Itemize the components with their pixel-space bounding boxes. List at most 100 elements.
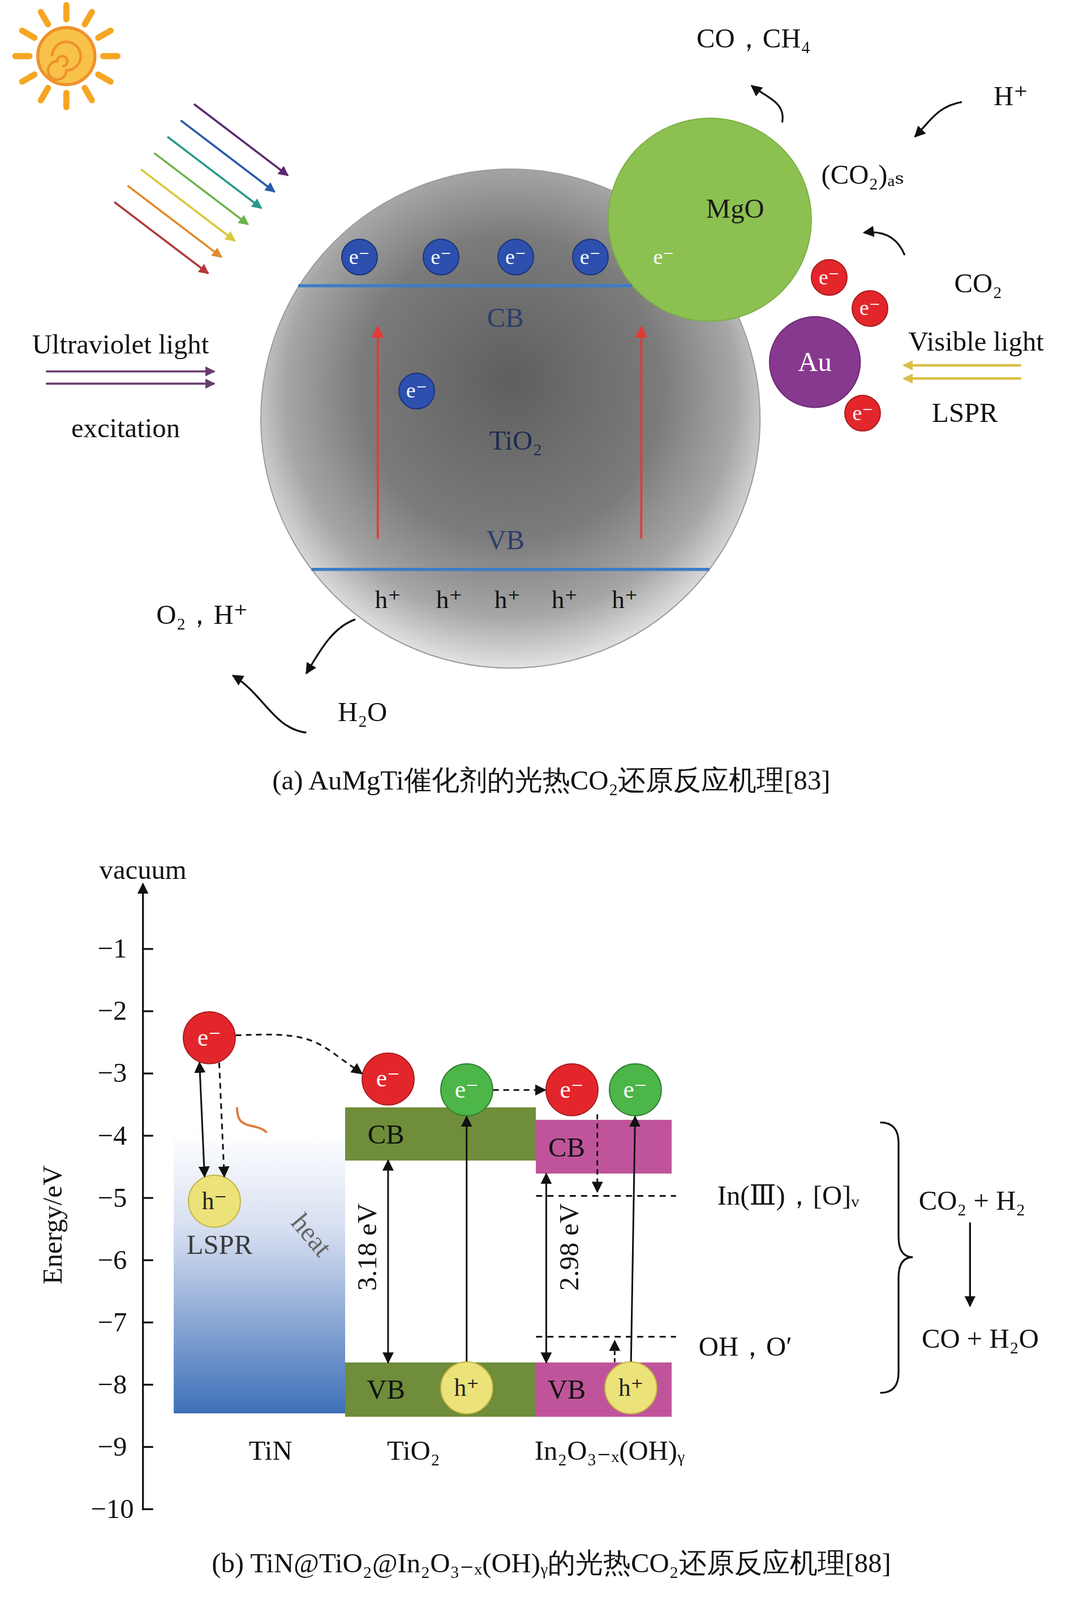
valence-band: VB h⁺ [345,1363,536,1418]
hole-label: h⁺ [611,586,638,615]
node-label: h⁻ [201,1188,228,1216]
proton-label: H⁺ [993,82,1029,113]
connector [630,1116,635,1362]
node-label: MgO [706,194,765,225]
sun-icon [15,5,118,107]
electron: e⁻ [608,1063,663,1117]
hole-label: h⁺ [494,586,521,615]
light-label: LSPR [931,398,998,429]
band-label: CB [487,303,524,334]
defect-levels [535,1196,676,1364]
node-label: e⁻ [376,1066,401,1094]
electron: e⁻ [422,238,460,276]
node-label: e⁻ [454,1076,479,1104]
light-rays [114,104,289,274]
electron: e⁻ [572,238,609,276]
connector [465,1116,468,1362]
electron: e⁻ [341,238,378,276]
electron: e⁻ [440,1063,494,1117]
electron: e⁻ [497,238,535,276]
mgo-particle: MgO [607,117,812,322]
hole-label: h⁺ [375,586,402,615]
light-label: Ultraviolet light [32,329,210,361]
tick-label: −3 [97,1059,128,1090]
hole-label: h⁺ [551,586,578,615]
axis-title: Energy/eV [37,1165,69,1285]
conduction-band: CB [345,1107,536,1162]
tick-label: −9 [97,1432,128,1464]
figure-caption: (b) TiN@TiO₂@In₂O₃₋ₓ(OH)ᵧ的光热CO₂还原反应机理[88… [211,1549,892,1580]
product-label: CO，CH₄ [696,23,811,55]
node-label: CB [367,1120,405,1151]
light-label: excitation [71,413,180,445]
electron: e⁻ [851,290,889,328]
reaction-label: CO + H₂O [921,1324,1039,1356]
node-label: LSPR [186,1230,253,1262]
connector [387,1161,389,1364]
valence-band: VB h⁺ [535,1363,672,1418]
node-label: TiO₂ [488,426,543,457]
tick-label: −1 [97,934,128,965]
connector [545,1174,548,1364]
reaction-arrow [969,1222,971,1307]
connector [493,1089,546,1092]
tick-label: −2 [97,996,128,1028]
axis-label: vacuum [99,856,187,887]
uv-arrow [45,370,215,373]
node-label: VB [547,1375,587,1407]
visible-arrow [903,377,1022,381]
tin-band: LSPRTiNh⁻ [173,1133,346,1414]
node-name: TiN [248,1436,293,1468]
tick-label: −5 [97,1183,128,1215]
visible-arrow [903,364,1022,368]
figure-caption: (a) AuMgTi催化剂的光热CO₂还原反应机理[83] [272,766,831,797]
reaction-arrows [232,86,962,734]
node-label: e⁻ [197,1024,222,1052]
electron: e⁻ [361,1052,415,1107]
node-label: VB [366,1375,406,1407]
reaction-label: CO₂ + H₂ [918,1186,1026,1218]
node-label: e⁻ [622,1076,647,1104]
connector [235,1034,363,1074]
tick-label: −8 [97,1370,128,1401]
conduction-band: CB [535,1120,672,1175]
node-label: e⁻ [430,245,452,270]
node-label: e⁻ [560,1076,584,1104]
tick-label: −7 [97,1308,128,1339]
reactant-label: H₂O [337,697,388,729]
adsorbed-label: (CO₂)ₐₛ [821,160,905,192]
connector [218,1063,225,1178]
node-label: e⁻ [505,245,527,270]
material-label: TiO₂ [387,1436,441,1468]
energy-axis [143,883,154,1511]
node-label: h⁺ [453,1374,480,1403]
electron: e⁻ [182,1011,236,1065]
electron: e⁻ [844,394,881,432]
electron: e⁻ [398,372,436,410]
node-label: Au [797,347,832,378]
tick-label: −4 [97,1121,128,1153]
hole-label: h⁺ [436,586,463,615]
uv-arrow [45,383,215,386]
product-label: O₂，H⁺ [156,600,248,631]
node-label: CB [548,1133,586,1164]
connector [199,1063,205,1178]
node-label: e⁻ [852,401,874,426]
tick-label: −10 [90,1494,134,1526]
material-label: In₂O₃₋ₓ(OH)ᵧ [534,1436,685,1468]
node-label: e⁻ [579,245,601,270]
node-label: e⁻ [406,379,428,403]
node-label: e⁻ [349,245,371,270]
node-label: e⁻ [653,245,675,270]
brace [880,1123,914,1394]
electron: e⁻ [810,259,848,296]
au-particle: Au [768,316,861,408]
hole: h⁻ [187,1175,242,1229]
node-label: e⁻ [818,265,840,290]
hole: h⁺ [604,1361,658,1416]
node-label: e⁻ [859,296,881,321]
band-gap-label: 2.98 eV [554,1201,586,1294]
level-label: OH，O′ [698,1332,793,1364]
band-label: VB [486,526,525,557]
